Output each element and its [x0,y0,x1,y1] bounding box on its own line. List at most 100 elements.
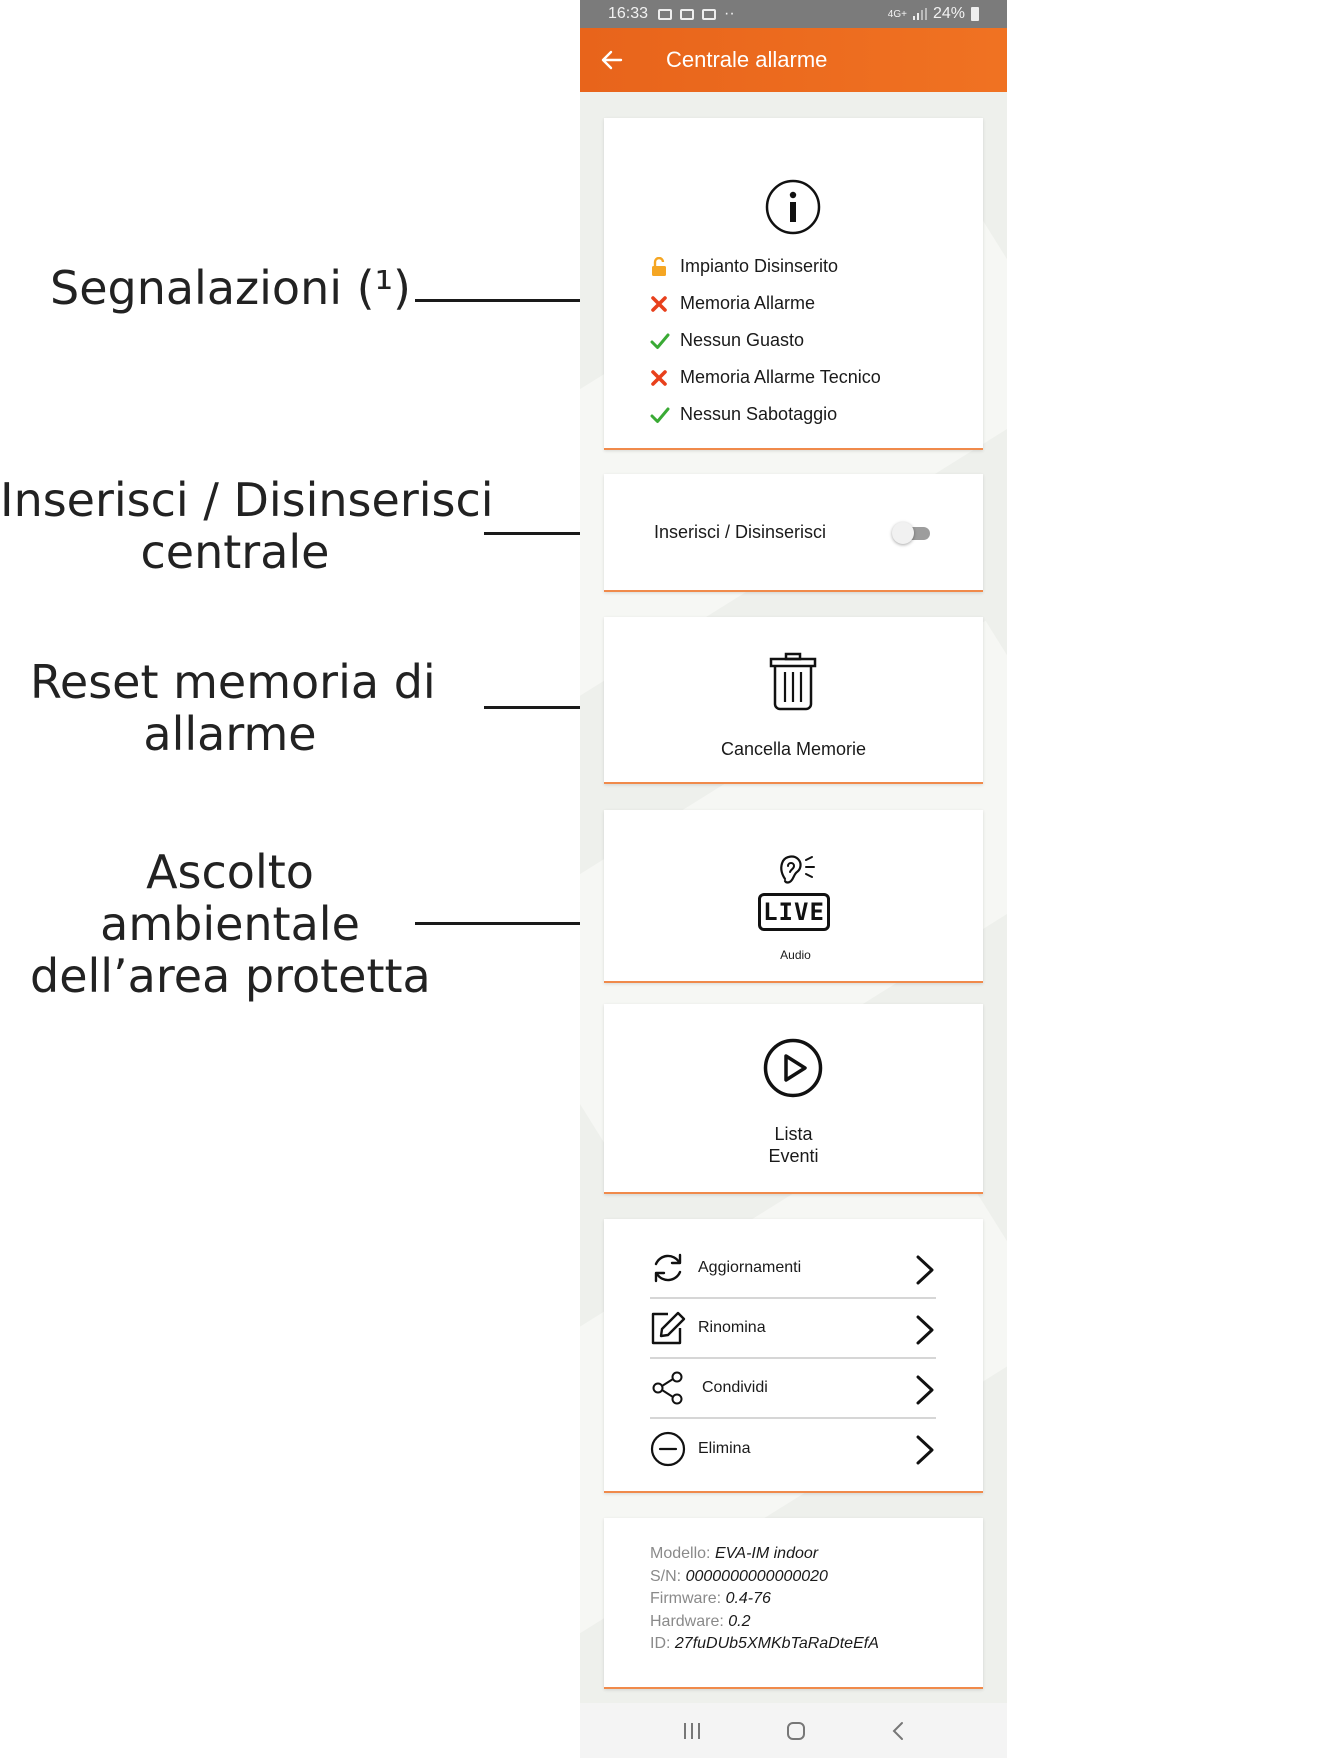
info-label: Modello: [650,1545,711,1562]
gallery-icon [658,8,673,20]
delete-memories-label: Cancella Memorie [720,739,867,759]
home-icon[interactable] [786,1721,806,1741]
info-value: 27fuDUb5XMKbTaRaDteEfA [674,1635,879,1652]
info-label: Hardware: [650,1612,724,1630]
annotation-toggle: Inserisci / Disinserisci centrale [0,473,494,579]
status-item-label: Memoria Allarme Tecnico [680,367,881,387]
info-label: ID: [650,1635,671,1652]
info-value: 0.2 [728,1612,751,1630]
menu-item-label: Aggiornamenti [698,1259,802,1276]
info-value: 0.4-76 [725,1590,771,1607]
menu-item-rename[interactable]: Rinomina [650,1299,936,1359]
status-notification-icons: ·· [658,5,735,23]
status-item: Memoria Allarme [650,285,881,322]
arm-toggle-switch[interactable] [892,522,930,544]
info-value: EVA-IM indoor [714,1545,819,1562]
menu-item-delete[interactable]: Elimina [650,1419,936,1479]
info-value: 0000000000000020 [685,1567,828,1585]
menu-item-share[interactable]: Condividi [650,1359,936,1419]
phone-screen: 16:33 ·· 4G+ 24% Centrale allarme [580,0,1007,1758]
status-item: Nessun Sabotaggio [650,396,881,433]
battery-percent: 24% [932,5,965,22]
device-info-id: ID: 27fuDUb5XMKbTaRaDteEfA [650,1633,879,1656]
status-time: 16:33 [608,5,649,22]
chevron-right-icon [916,1315,934,1345]
youtube-icon [702,8,717,20]
annotation-listen-line3: dell’area protetta [30,949,431,1003]
live-badge-text: LIVE [763,898,825,926]
annotation-toggle-line2: centrale [140,525,330,579]
play-circle-icon [763,1038,823,1098]
live-badge: LIVE [758,893,830,931]
device-info-firmware: Firmware: 0.4-76 [650,1588,879,1611]
events-label-line2: Eventi [768,1146,819,1166]
status-bar: 16:33 ·· 4G+ 24% [580,0,1007,28]
annotation-reset-line1: Reset memoria di [30,655,436,709]
status-item: Memoria Allarme Tecnico [650,359,881,396]
info-label: S/N: [650,1567,682,1585]
network-type: 4G+ [887,8,907,20]
status-item-label: Impianto Disinserito [680,256,839,276]
status-item-label: Nessun Guasto [680,330,805,350]
status-card: Impianto Disinserito Memoria Allarme Nes… [604,118,983,450]
recent-apps-icon[interactable] [682,1722,702,1740]
annotation-listen: Ascolto ambientale dell’area protetta [30,845,431,1003]
annotation-signals: Segnalazioni (¹) [50,261,411,315]
minus-circle-icon [650,1431,698,1467]
annotation-signals-text: Segnalazioni (¹) [50,261,411,315]
device-info-sn: S/N: 0000000000000020 [650,1566,879,1589]
check-icon [650,406,680,424]
edit-icon [650,1310,698,1346]
info-label: Firmware: [650,1590,722,1607]
options-menu-card: Aggiornamenti Rinomina Condividi Elimina [604,1219,983,1493]
back-arrow-icon[interactable] [580,28,644,92]
annotation-listen-line2: ambientale [100,897,360,951]
back-nav-icon[interactable] [891,1721,905,1741]
device-info-model: Modello: EVA-IM indoor [650,1543,879,1566]
delete-memories-card[interactable]: Cancella Memorie [604,617,983,784]
status-item: Nessun Guasto [650,322,881,359]
events-label-line1: Lista [774,1124,813,1144]
status-right: 4G+ 24% [888,5,979,23]
annotation-reset: Reset memoria di allarme [30,655,436,761]
menu-item-label: Condividi [702,1379,768,1396]
cross-icon [650,295,680,313]
refresh-icon [650,1250,698,1286]
calendar-icon [680,8,695,20]
cross-icon [650,369,680,387]
status-list: Impianto Disinserito Memoria Allarme Nes… [650,248,881,433]
more-dots-icon: ·· [724,5,735,22]
menu-item-label: Elimina [698,1440,751,1457]
signal-icon [912,8,927,20]
menu-item-updates[interactable]: Aggiornamenti [650,1239,936,1299]
live-audio-card[interactable]: LIVE Audio [604,810,983,983]
chevron-right-icon [916,1255,934,1285]
annotation-listen-line1: Ascolto [146,845,314,899]
trash-icon [769,652,817,711]
events-card[interactable]: Lista Eventi [604,1004,983,1194]
system-nav-bar [580,1703,1007,1758]
status-item-label: Memoria Allarme [680,293,816,313]
status-item-label: Nessun Sabotaggio [680,404,838,424]
share-icon [650,1370,702,1406]
chevron-right-icon [916,1375,934,1405]
app-bar: Centrale allarme [580,28,1007,92]
check-icon [650,332,680,350]
annotation-reset-line2: allarme [143,707,317,761]
lock-open-icon [650,256,680,277]
device-info-card: Modello: EVA-IM indoor S/N: 000000000000… [604,1518,983,1689]
status-item: Impianto Disinserito [650,248,881,285]
chevron-right-icon [916,1435,934,1465]
info-icon [765,179,821,235]
toggle-thumb [892,522,914,544]
battery-icon [971,7,979,21]
arm-toggle-label: Inserisci / Disinserisci [654,522,827,542]
arm-toggle-card[interactable]: Inserisci / Disinserisci [604,474,983,592]
device-info-list: Modello: EVA-IM indoor S/N: 000000000000… [650,1543,879,1656]
menu-item-label: Rinomina [698,1319,766,1336]
page-title: Centrale allarme [666,47,828,72]
live-audio-label: Audio [780,948,811,962]
ear-icon [780,855,815,884]
device-info-hardware: Hardware: 0.2 [650,1611,879,1634]
annotation-toggle-line1: Inserisci / Disinserisci [0,473,494,527]
